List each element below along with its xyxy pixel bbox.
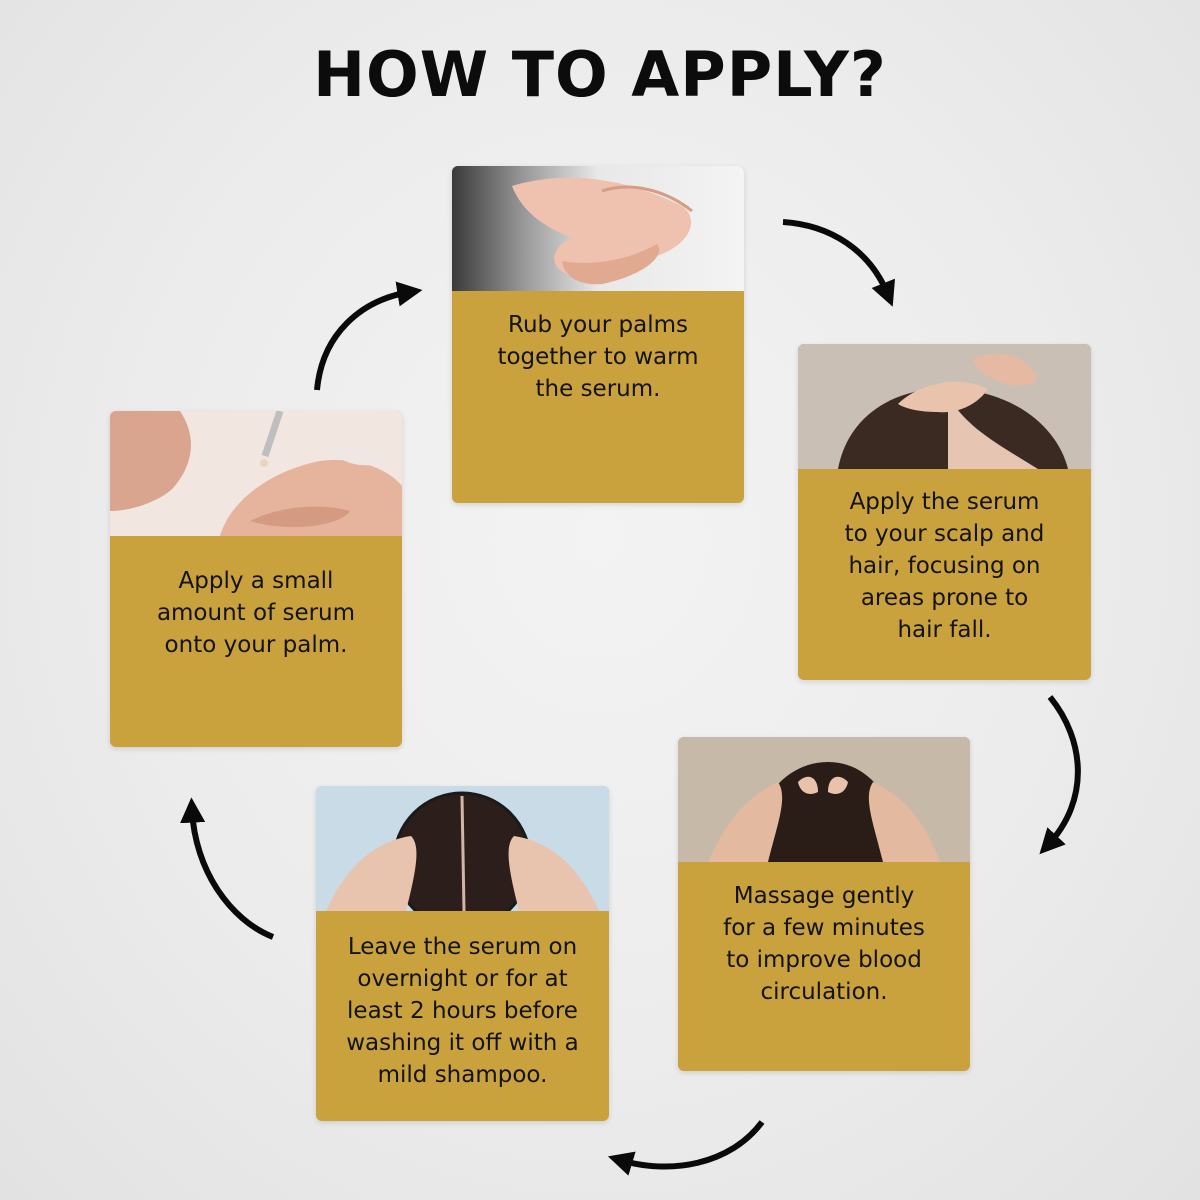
step-5-text: Apply a small amount of serum onto your … <box>156 568 356 658</box>
arrow-step5-to-step1 <box>314 281 423 391</box>
arrow-step4-to-step5 <box>180 797 275 940</box>
step-card-massage: Massage gently for a few minutes to impr… <box>678 737 970 1071</box>
step-card-rub-palms: Rub your palms together to warm the seru… <box>452 166 744 503</box>
hair-parting-photo <box>316 786 609 911</box>
serum-dropper-photo <box>110 411 402 536</box>
scalp-application-photo <box>798 344 1091 469</box>
arrow-step3-to-step4 <box>607 1120 765 1176</box>
hands-rubbing-photo <box>452 166 744 291</box>
step-2-text: Apply the serum to your scalp and hair, … <box>844 489 1045 643</box>
step-4-text: Leave the serum on overnight or for at l… <box>346 934 579 1088</box>
step-card-apply-palm: Apply a small amount of serum onto your … <box>110 411 402 747</box>
arrow-step2-to-step3 <box>1039 695 1081 855</box>
page-title: HOW TO APPLY? <box>313 38 887 111</box>
step-card-leave-overnight: Leave the serum on overnight or for at l… <box>316 786 609 1121</box>
arrow-step1-to-step2 <box>782 219 896 307</box>
step-3-text: Massage gently for a few minutes to impr… <box>723 883 925 1005</box>
scalp-massage-photo <box>678 737 970 862</box>
step-1-text: Rub your palms together to warm the seru… <box>497 312 699 402</box>
step-card-apply-scalp: Apply the serum to your scalp and hair, … <box>798 344 1091 680</box>
